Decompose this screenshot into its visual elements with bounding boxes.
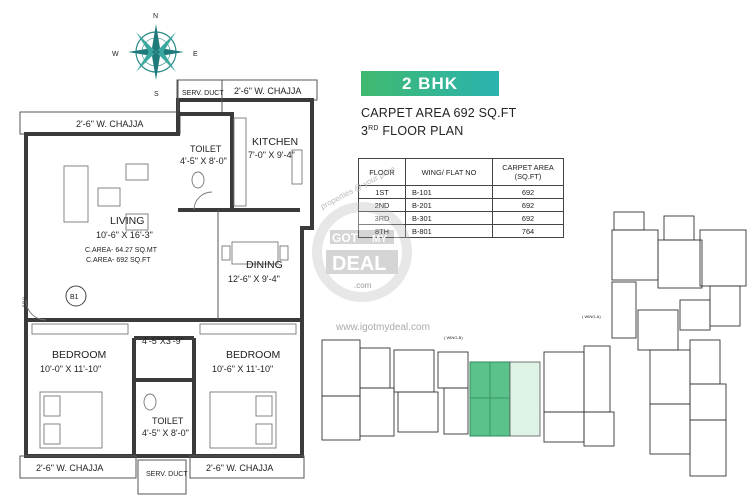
wing-b-label: ( WING-B) (444, 335, 463, 340)
dining-label: DINING (246, 259, 283, 271)
living-carpet-sqmt: C.AREA- 64.27 SQ.MT (85, 247, 158, 254)
row-floor: 2ND (358, 198, 406, 212)
chajja-top-label: 2'-6" W. CHAJJA (234, 86, 301, 96)
furniture (25, 117, 303, 449)
bedroom2-label: BEDROOM (226, 349, 280, 361)
floor-plan-text: FLOOR PLAN (378, 124, 464, 138)
b1-marker (65, 285, 87, 307)
toilet2-dimension: 4'-5" X 8'-0" (142, 428, 189, 438)
row-floor: 8TH (358, 224, 406, 238)
living-carpet-sqft: C.AREA- 692 SQ.FT (86, 257, 151, 264)
compass-west: W (112, 51, 119, 58)
wing-a-label: ( WING-A) (582, 314, 601, 319)
carpet-area-heading: CARPET AREA 692 SQ.FT (361, 106, 517, 120)
row-area: 764 (492, 224, 564, 238)
living-label: LIVING (110, 215, 144, 227)
chajja-bottom-right-label: 2'-6" W. CHAJJA (206, 463, 273, 473)
chajja-bottom-left-label: 2'-6" W. CHAJJA (36, 463, 103, 473)
watermark-dotcom: .com (354, 281, 372, 290)
kitchen-dimension: 7'-0" X 9'-4" (248, 150, 295, 160)
floor-number: 3 (361, 124, 369, 138)
table-header-row: FLOOR WING/ FLAT NO CARPET AREA (SQ.FT) (358, 158, 564, 186)
watermark-deal: DEAL (332, 253, 386, 275)
compass-north: N (153, 13, 158, 20)
frd-label: F.R.D (21, 297, 26, 307)
kitchen-label: KITCHEN (252, 136, 298, 148)
living-dimension: 10'-6" X 16'-3" (96, 230, 153, 240)
serv-duct-top-label: SERV. DUCT (182, 90, 224, 97)
toilet2-label: TOILET (152, 416, 184, 426)
row-flat: B-301 (405, 211, 493, 225)
header-floor: FLOOR (358, 158, 406, 186)
b1-label: B1 (70, 294, 79, 301)
watermark-got: GOT (332, 231, 359, 245)
compass-east: E (193, 51, 198, 58)
row-area: 692 (492, 198, 564, 212)
compass-rose-icon (128, 24, 184, 80)
table-row: 8TH B-801 764 (358, 224, 564, 238)
header-area: CARPET AREA (SQ.FT) (492, 158, 564, 186)
flat-area-table: FLOOR WING/ FLAT NO CARPET AREA (SQ.FT) … (358, 158, 564, 238)
row-floor: 3RD (358, 211, 406, 225)
table-row: 1ST B-101 692 (358, 185, 564, 199)
row-flat: B-201 (405, 198, 493, 212)
chajja-left-label: 2'-6" W. CHAJJA (76, 119, 143, 129)
row-area: 692 (492, 185, 564, 199)
highlighted-flat (469, 361, 511, 437)
row-floor: 1ST (358, 185, 406, 199)
watermark-url: www.igotmydeal.com (335, 322, 430, 333)
floor-plan-heading: 3RD FLOOR PLAN (361, 124, 464, 138)
table-row: 3RD B-301 692 (358, 211, 564, 225)
row-flat: B-801 (405, 224, 493, 238)
dining-dimension: 12'-6" X 9'-4" (228, 274, 280, 284)
table-row: 2ND B-201 692 (358, 198, 564, 212)
bedroom2-dimension: 10'-6" X 11'-10" (212, 364, 273, 374)
header-flat: WING/ FLAT NO (405, 158, 493, 186)
key-plan (321, 211, 747, 477)
serv-duct-bottom-label: SERV. DUCT (146, 471, 188, 478)
bedroom1-label: BEDROOM (52, 349, 106, 361)
toilet-label: TOILET (190, 144, 222, 154)
compass-south: S (154, 91, 159, 98)
toilet-dimension: 4'-5" X 8'-0" (180, 156, 227, 166)
passage-dimension: 4'-5"X3'-9" (142, 336, 184, 346)
row-area: 692 (492, 211, 564, 225)
plan-walls (19, 79, 318, 495)
bhk-badge: 2 BHK (361, 71, 499, 96)
bedroom1-dimension: 10'-0" X 11'-10" (40, 364, 101, 374)
row-flat: B-101 (405, 185, 493, 199)
floor-ordinal: RD (368, 124, 379, 132)
